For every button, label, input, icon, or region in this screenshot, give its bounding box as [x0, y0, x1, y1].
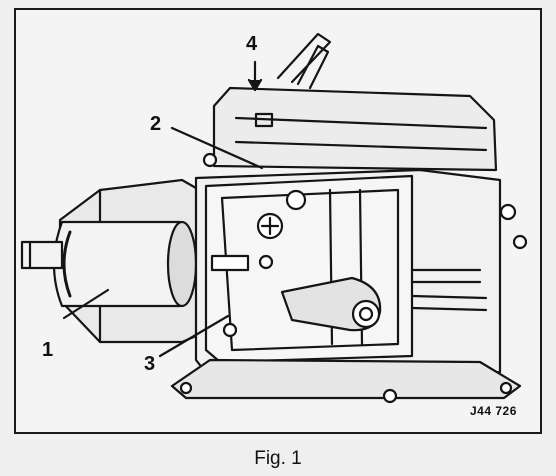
- lever-pivot: [351, 299, 381, 329]
- base-bolt-front: [382, 388, 398, 404]
- callout-2: 2: [150, 113, 162, 135]
- carburetor-drawing: [20, 32, 528, 404]
- choke-cylinder-end: [166, 220, 198, 308]
- callout-3: 3: [144, 353, 156, 375]
- screw-corner-4: [512, 234, 528, 250]
- cover-tab: [254, 112, 274, 128]
- base-bolt-right: [499, 381, 513, 395]
- screw-top-slot: [260, 216, 280, 236]
- figure-caption: Fig. 1: [254, 448, 302, 469]
- leader-1: [62, 288, 110, 320]
- linkage-rod-a: [276, 32, 332, 84]
- leader-2: [170, 126, 264, 170]
- screw-upper: [285, 189, 307, 211]
- cover-rib-1: [234, 116, 488, 130]
- rod-clip: [210, 254, 250, 272]
- screw-corner-2: [202, 152, 218, 168]
- side-rod-1: [410, 268, 482, 284]
- rod-clip-pin: [258, 254, 274, 270]
- cylinder-shading: [62, 230, 72, 298]
- callout-4: 4: [246, 33, 258, 55]
- leader-4-head: [247, 78, 263, 92]
- side-rod-2: [410, 294, 488, 312]
- plate-inner: [220, 188, 400, 352]
- reference-code: J44 726: [470, 404, 517, 418]
- lever-pivot-inner: [358, 306, 374, 322]
- base-plate: [170, 358, 522, 400]
- callout-1: 1: [42, 339, 54, 361]
- base-bolt-left: [179, 381, 193, 395]
- cover-rib-2: [234, 140, 488, 152]
- screw-corner-3: [499, 203, 517, 221]
- shaft-stub: [20, 240, 64, 270]
- linkage-rod-b: [296, 44, 330, 90]
- screw-corner-1: [222, 322, 238, 338]
- air-horn-cover: [212, 86, 498, 172]
- leader-3: [158, 314, 230, 358]
